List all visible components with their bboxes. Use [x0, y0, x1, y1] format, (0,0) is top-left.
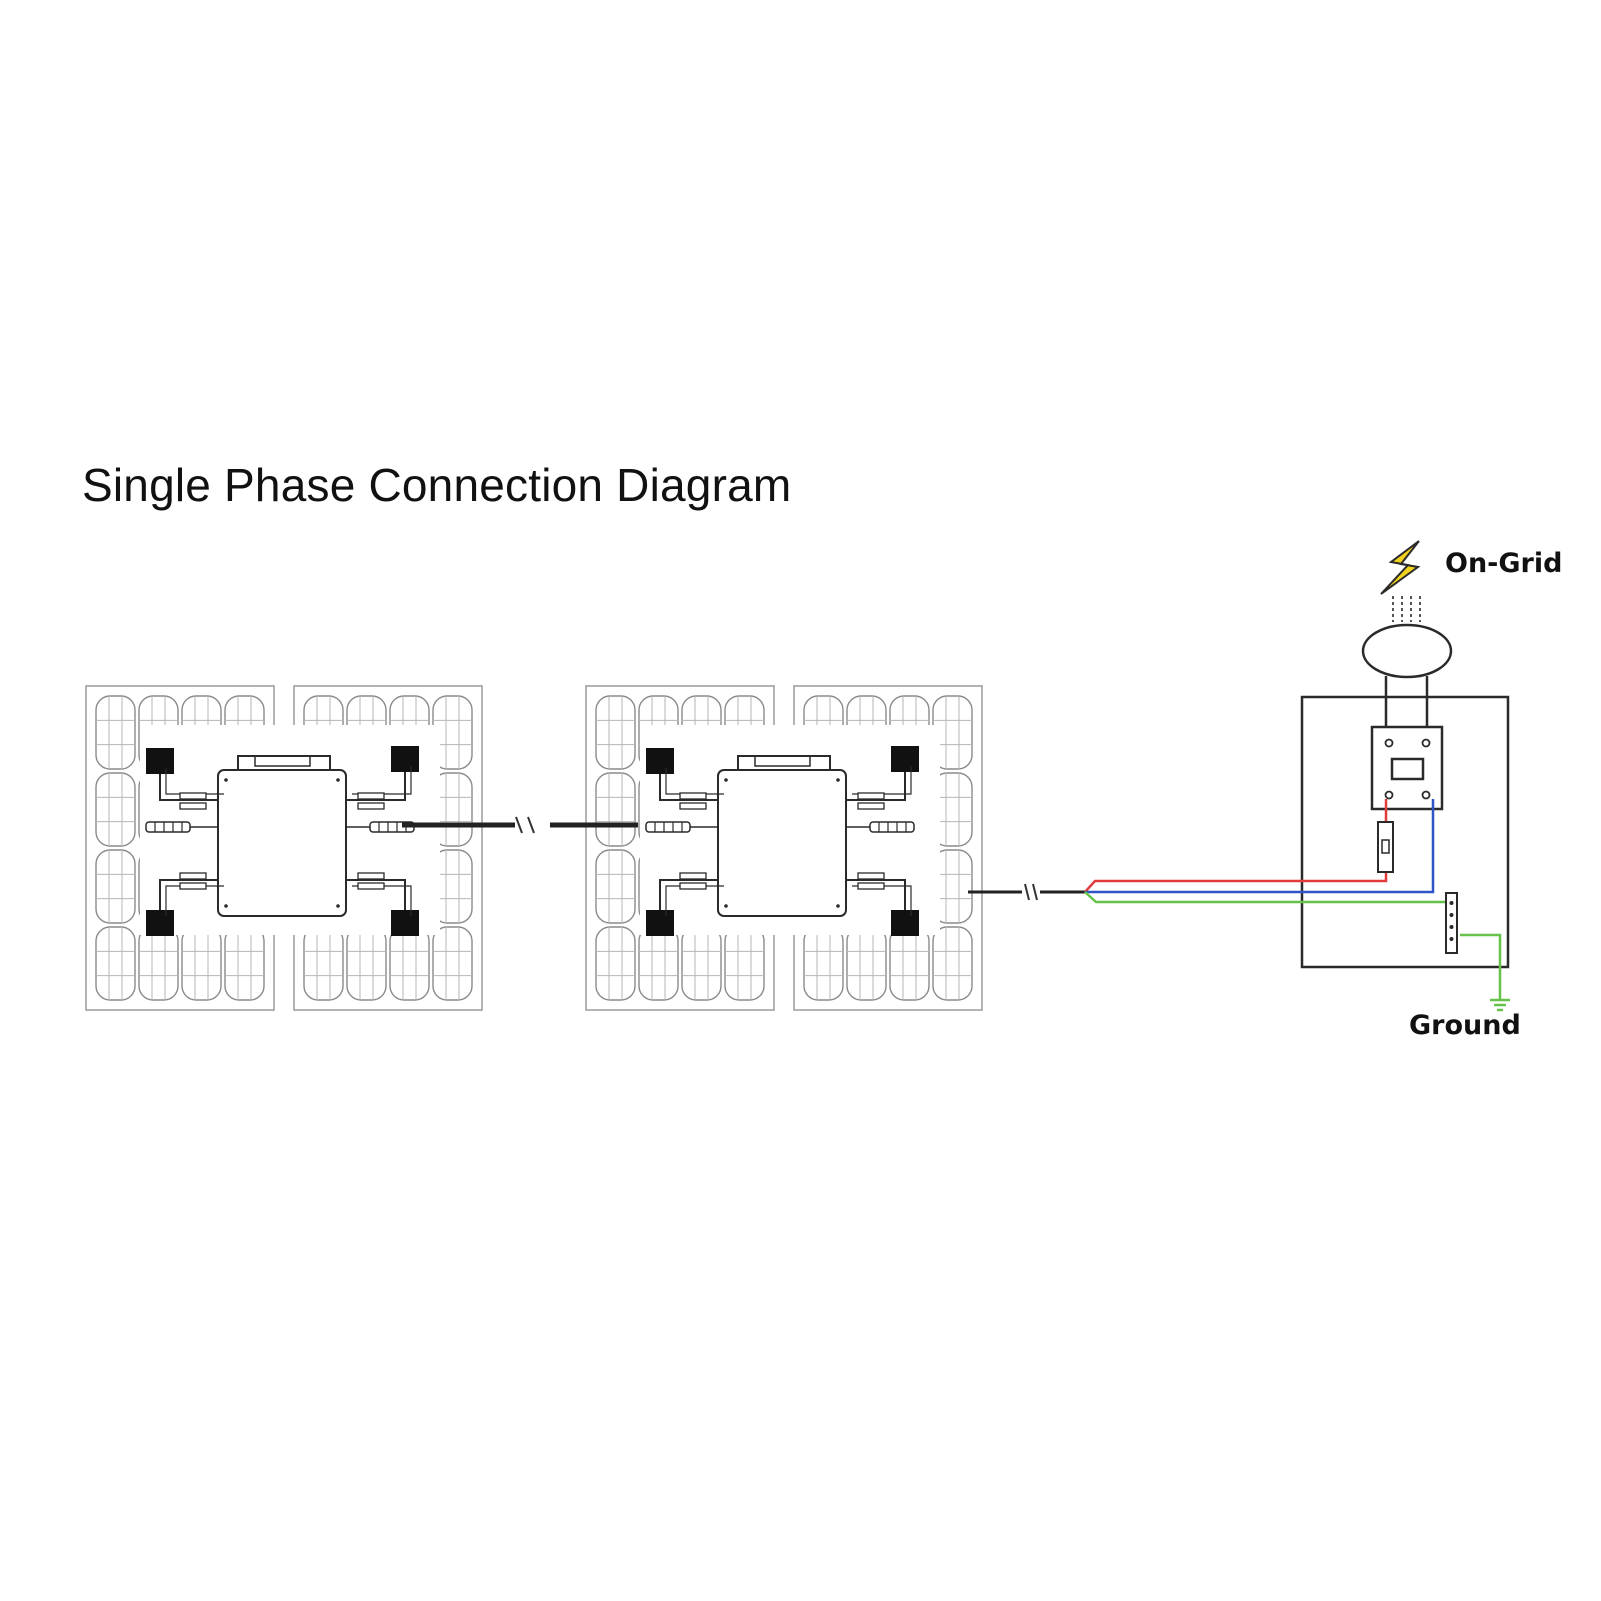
- dc-connector: [179, 792, 207, 800]
- dc-connector: [357, 882, 385, 890]
- trunk-cable-segment: [402, 816, 638, 834]
- diagram-title: Single Phase Connection Diagram: [82, 459, 792, 511]
- utility-meter-icon: [1361, 623, 1453, 727]
- dc-connector: [357, 792, 385, 800]
- grid-signal-dashes: [1392, 596, 1421, 622]
- junction-box: [391, 910, 419, 936]
- junction-box: [391, 746, 419, 772]
- line-wire: [1084, 849, 1388, 893]
- ac-connector: [869, 821, 915, 833]
- on-grid-label: On-Grid: [1445, 548, 1562, 579]
- ac-wires: [1084, 799, 1502, 1000]
- junction-box: [146, 748, 174, 774]
- ground-symbol-icon: [1490, 998, 1510, 1012]
- dc-connector: [679, 802, 707, 810]
- dc-connector: [357, 802, 385, 810]
- ground-wire: [1084, 891, 1446, 904]
- junction-box: [146, 910, 174, 936]
- dc-connector: [857, 802, 885, 810]
- distribution-box: [1300, 695, 1510, 969]
- main-switch: [1370, 725, 1444, 811]
- dc-connector: [179, 872, 207, 880]
- dc-connector: [857, 792, 885, 800]
- junction-box: [646, 748, 674, 774]
- dc-connector: [679, 792, 707, 800]
- lightning-bolt-icon: [1380, 540, 1421, 595]
- dc-connector: [179, 882, 207, 890]
- dc-connector: [857, 882, 885, 890]
- junction-box: [646, 910, 674, 936]
- dc-connector: [357, 872, 385, 880]
- neutral-wire: [1085, 799, 1435, 894]
- junction-box: [891, 910, 919, 936]
- dc-connector: [679, 872, 707, 880]
- ground-bus-bar: [1445, 892, 1458, 954]
- dc-connector: [679, 882, 707, 890]
- junction-box: [891, 746, 919, 772]
- ground-label: Ground: [1409, 1010, 1521, 1041]
- ground-wire-to-earth: [1460, 933, 1502, 1000]
- dc-connector: [179, 802, 207, 810]
- micro-inverter: [140, 725, 440, 936]
- micro-inverter: [640, 725, 940, 936]
- ac-connector: [645, 821, 691, 833]
- circuit-breaker-icon: [1377, 821, 1394, 873]
- dc-connector: [857, 872, 885, 880]
- ac-connector: [145, 821, 191, 833]
- micro-inverters: [140, 725, 940, 936]
- output-cable: [968, 883, 1085, 901]
